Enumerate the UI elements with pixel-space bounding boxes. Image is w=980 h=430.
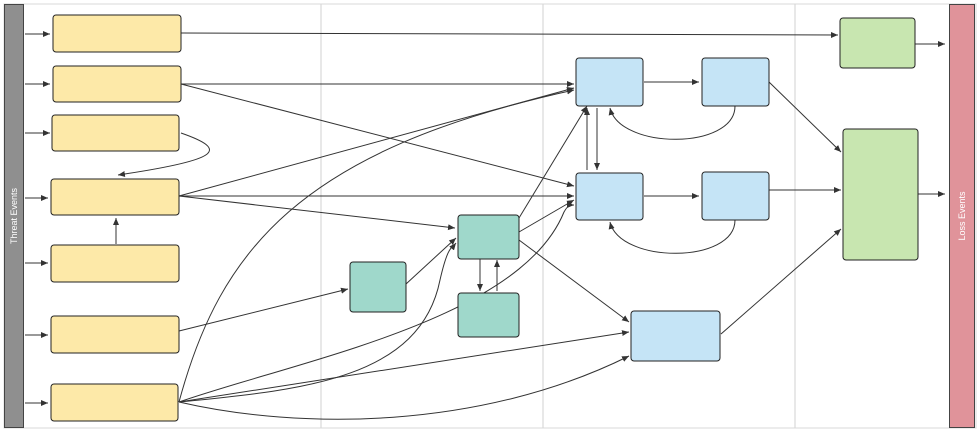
edge: [178, 195, 456, 231]
edge: [518, 199, 575, 233]
threat-node[interactable]: [50, 244, 180, 283]
threat-events-band: Threat Events: [4, 4, 24, 428]
intermediate-node[interactable]: [349, 261, 407, 313]
threat-node[interactable]: [51, 114, 180, 152]
impact-node[interactable]: [575, 57, 644, 107]
edge: [720, 228, 842, 335]
impact-node[interactable]: [575, 172, 644, 221]
threat-node[interactable]: [52, 14, 182, 53]
impact-node[interactable]: [630, 310, 721, 362]
loss-events-band: Loss Events: [949, 4, 975, 428]
loss-node[interactable]: [839, 17, 916, 69]
edge: [180, 31, 839, 38]
intermediate-node[interactable]: [457, 292, 520, 338]
threat-node[interactable]: [50, 383, 179, 422]
edge: [608, 219, 736, 254]
edge: [608, 105, 736, 140]
edge: [768, 81, 842, 153]
edge: [405, 237, 457, 285]
threat-events-label: Threat Events: [9, 187, 19, 245]
loss-node[interactable]: [842, 128, 919, 261]
edge: [180, 83, 575, 188]
edge: [178, 355, 630, 420]
edge: [117, 132, 210, 177]
edge: [518, 239, 630, 323]
threat-node[interactable]: [50, 178, 180, 216]
edge: [178, 88, 575, 403]
loss-events-label: Loss Events: [957, 191, 967, 241]
edge: [178, 202, 575, 403]
threat-node[interactable]: [50, 315, 180, 354]
edge: [178, 330, 630, 403]
impact-node[interactable]: [701, 57, 770, 107]
impact-node[interactable]: [701, 171, 770, 221]
threat-node[interactable]: [52, 65, 182, 103]
edge: [178, 287, 349, 332]
intermediate-node[interactable]: [457, 214, 520, 260]
edge: [178, 242, 457, 403]
edge: [518, 105, 588, 219]
